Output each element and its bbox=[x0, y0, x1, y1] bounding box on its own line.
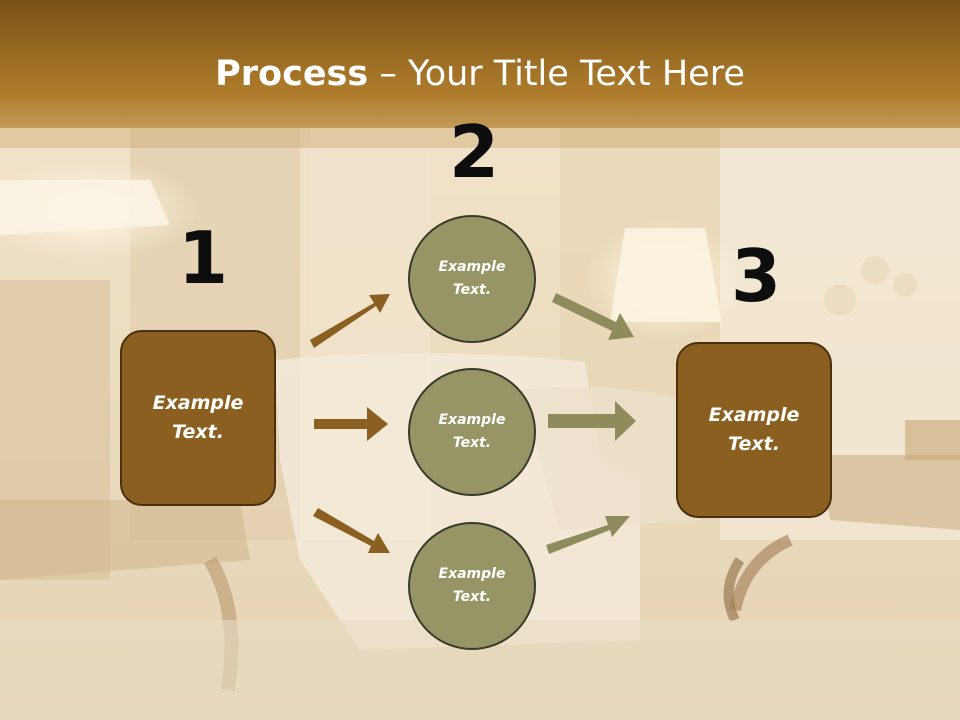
circle-bottom-text: Example Text. bbox=[438, 566, 506, 605]
circle-bottom[interactable]: Example Text. bbox=[408, 522, 536, 650]
title-rest: – Your Title Text Here bbox=[368, 54, 745, 94]
step-number-3: 3 bbox=[731, 234, 782, 318]
step-3-text: Example Text. bbox=[708, 404, 800, 455]
circle-middle[interactable]: Example Text. bbox=[408, 368, 536, 496]
step-1-text: Example Text. bbox=[152, 392, 244, 443]
circle-top[interactable]: Example Text. bbox=[408, 215, 536, 343]
circle-middle-text: Example Text. bbox=[438, 412, 506, 451]
title-bold: Process bbox=[215, 54, 369, 94]
step-1-box[interactable]: Example Text. bbox=[120, 330, 276, 506]
step-number-2: 2 bbox=[449, 110, 500, 194]
arrow-middle-to-3 bbox=[548, 401, 636, 441]
arrow-top-to-3 bbox=[552, 293, 634, 340]
step-number-1: 1 bbox=[178, 216, 229, 300]
arrow-1-to-top bbox=[310, 294, 390, 348]
step-3-box[interactable]: Example Text. bbox=[676, 342, 832, 518]
arrow-1-to-bottom bbox=[313, 508, 390, 553]
arrow-bottom-to-3 bbox=[546, 516, 630, 554]
circle-top-text: Example Text. bbox=[438, 259, 506, 298]
slide-title: Process – Your Title Text Here bbox=[0, 52, 960, 96]
arrow-1-to-middle bbox=[314, 407, 388, 441]
